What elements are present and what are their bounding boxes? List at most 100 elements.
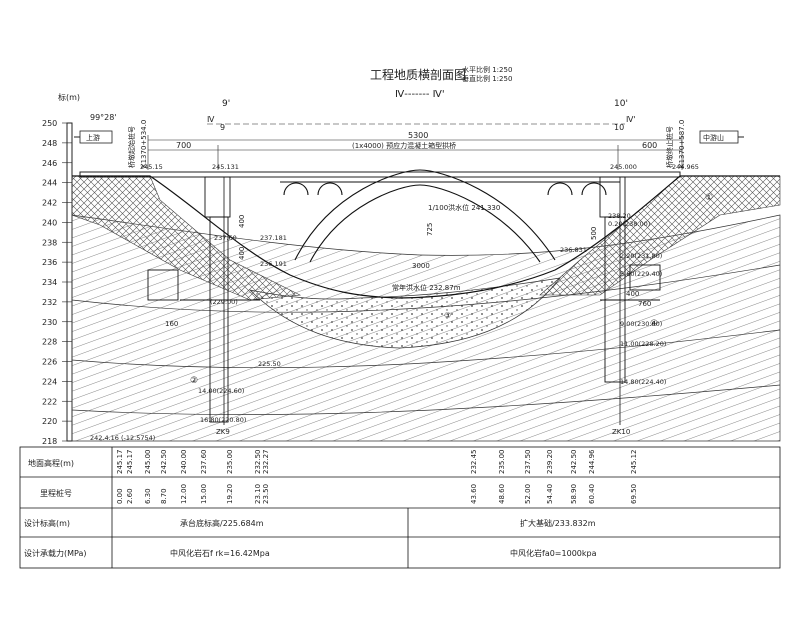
- elev-left-deck: 245.15: [140, 163, 163, 171]
- axis-tick-label: 240: [42, 218, 57, 227]
- axis-tick-label: 218: [42, 437, 57, 446]
- ground-elev-value: 240.00: [180, 450, 188, 475]
- dim-left-160: 160: [165, 320, 178, 328]
- row-label-design: 设计标高(m): [24, 518, 70, 528]
- bridge-deck: 245.15 245.131 245.000 244.965: [79, 163, 699, 178]
- mark-iv: Ⅳ: [207, 115, 215, 124]
- direction-left-label: 上游: [86, 133, 100, 142]
- right-pier: [599, 176, 661, 383]
- bearing-left: 中风化岩石f rk=16.42Mpa: [170, 548, 270, 558]
- stake-left: K1370+534.0: [140, 120, 148, 168]
- axis-tick-label: 248: [42, 139, 57, 148]
- borehole-zk9: ZK9: [216, 177, 230, 436]
- row-label-ground: 地面高程(m): [28, 458, 74, 468]
- svg-text:0.20(238.00): 0.20(238.00): [608, 220, 650, 228]
- svg-text:③: ③: [444, 311, 451, 320]
- svg-text:236.191: 236.191: [260, 260, 287, 268]
- svg-text:2.20(231.80): 2.20(231.80): [620, 252, 662, 260]
- dim-left-pier-b: 400: [238, 247, 246, 260]
- elev-left-deck2: 245.131: [212, 163, 239, 171]
- direction-right-label: 中游山: [703, 133, 724, 142]
- axis-tick-label: 228: [42, 338, 57, 347]
- scale-horizontal: 水平比例 1:250: [462, 65, 512, 74]
- axis-tick-label: 224: [42, 377, 57, 386]
- axis-tick-label: 230: [42, 318, 57, 327]
- mark-10p: 10': [614, 99, 628, 109]
- axis-ticks: 2502482462442422402382362342322302282262…: [42, 119, 72, 446]
- ground-elev-value: 242.50: [570, 450, 578, 475]
- chainage-value: 2.60: [126, 488, 134, 504]
- dim-right-pier-a: 500: [590, 227, 598, 240]
- svg-text:①: ①: [705, 193, 713, 203]
- dim-left-seg: 700: [176, 141, 191, 150]
- chainage-value: 48.60: [498, 484, 506, 504]
- ground-elev-value: 245.12: [630, 450, 638, 475]
- stake-left-note: 桥墩起始桩号: [127, 126, 136, 168]
- axis-tick-label: 236: [42, 258, 57, 267]
- svg-text:14.00(224.60): 14.00(224.60): [198, 387, 244, 395]
- ground-elev-value: 245.17: [116, 450, 124, 475]
- row-label-bearing: 设计承载力(MPa): [24, 548, 87, 558]
- design-right: 扩大基础/233.832m: [520, 518, 596, 528]
- ground-elev-value: 245.00: [144, 450, 152, 475]
- elev-right-deck: 245.000: [610, 163, 637, 171]
- svg-text:14.80(224.40): 14.80(224.40): [620, 378, 666, 386]
- chainage-value: 15.00: [200, 484, 208, 504]
- ground-elev-value: 232.50: [254, 450, 262, 475]
- bridge-note: (1x4000) 预应力混凝土箱型拱桥: [352, 141, 456, 150]
- mark-9: 9: [220, 123, 225, 132]
- data-table: [19, 446, 781, 569]
- bottom-left-note: 242.4.16 (-12.5754): [90, 434, 155, 442]
- chainage-value: 54.40: [546, 484, 554, 504]
- chainage-value: 19.20: [226, 484, 234, 504]
- svg-text:9.00(230.00): 9.00(230.00): [620, 320, 662, 328]
- ground-elev-value: 237.60: [200, 450, 208, 475]
- ground-elev-value: 232.45: [470, 450, 478, 475]
- chainage-value: 23.50: [262, 484, 270, 504]
- scale-vertical: 垂直比例 1:250: [462, 74, 512, 83]
- svg-text:225.50: 225.50: [258, 360, 281, 368]
- ground-elev-value: 242.50: [160, 450, 168, 475]
- chainage-value: 23.10: [254, 484, 262, 504]
- section-label: Ⅳ------- Ⅳ': [395, 89, 445, 100]
- dim-arch-span: 3000: [412, 262, 430, 270]
- axis-tick-label: 234: [42, 278, 57, 287]
- svg-text:237.181: 237.181: [260, 234, 287, 242]
- dim-right-seg: 600: [642, 141, 657, 150]
- axis-tick-label: 238: [42, 238, 57, 247]
- elevation-axis: 2502482462442422402382362342322302282262…: [42, 92, 117, 446]
- chainage-value: 12.00: [180, 484, 188, 504]
- chainage-value: 52.00: [524, 484, 532, 504]
- elev-right-deck2: 244.965: [672, 163, 699, 171]
- svg-text:ZK9: ZK9: [216, 428, 230, 436]
- bearing-label: 99°28': [90, 113, 117, 122]
- design-left: 承台底标高/225.684m: [180, 518, 264, 528]
- left-pier: [147, 176, 260, 423]
- axis-tick-label: 220: [42, 417, 57, 426]
- bearing-right: 中风化岩fa0=1000kpa: [510, 548, 597, 558]
- mark-9p: 9': [222, 99, 230, 109]
- svg-text:16.80(220.80): 16.80(220.80): [200, 416, 246, 424]
- ground-elev-value: 235.00: [226, 450, 234, 475]
- ground-elev-value: 239.20: [546, 450, 554, 475]
- svg-text:②: ②: [190, 376, 198, 386]
- ground-elev-value: 245.17: [126, 450, 134, 475]
- riverbed-gravel: [248, 277, 561, 349]
- normal-level: 常年洪水位 232.87m: [392, 283, 461, 292]
- mark-iv-prime: Ⅳ': [626, 115, 636, 124]
- direction-right: 中游山: [699, 130, 744, 144]
- dimension-lines: [147, 135, 683, 170]
- chainage-value: 58.90: [570, 484, 578, 504]
- title: 工程地质横剖面图: [370, 67, 466, 82]
- svg-text:236.831: 236.831: [560, 246, 587, 254]
- dim-right-760: 760: [638, 300, 651, 308]
- axis-tick-label: 244: [42, 179, 57, 188]
- svg-text:238.20: 238.20: [608, 212, 631, 220]
- chainage-value: 60.40: [588, 484, 596, 504]
- axis-tick-label: 222: [42, 397, 57, 406]
- svg-text:11.00(228.20): 11.00(228.20): [620, 340, 666, 348]
- chainage-value: 43.60: [470, 484, 478, 504]
- stake-right-note: 桥墩终止桩号: [665, 126, 674, 168]
